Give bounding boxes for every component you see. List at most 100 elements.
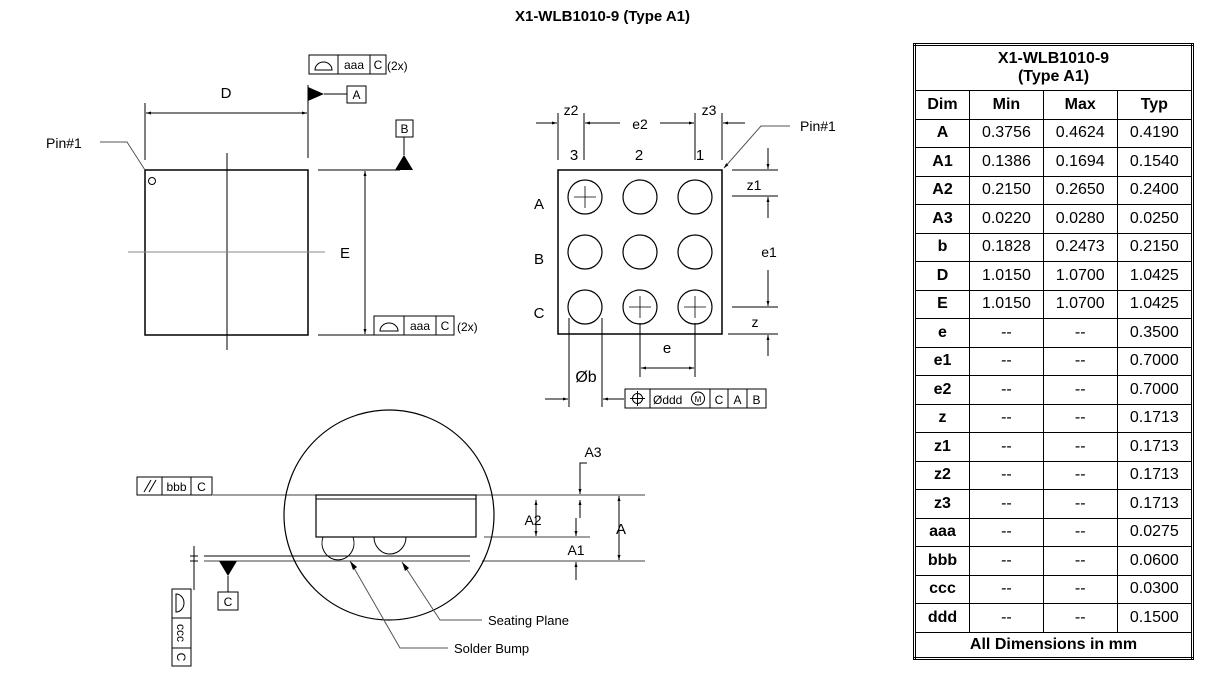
typ-cell: 0.0300 bbox=[1116, 574, 1194, 604]
bottom-view: 3 2 1 A B C z2 e2 z3 Pin#1 z1 e1 z bbox=[534, 102, 836, 409]
svg-text:C: C bbox=[197, 480, 206, 494]
max-cell: -- bbox=[1042, 346, 1118, 376]
min-cell: -- bbox=[969, 346, 1044, 376]
datum-box-C bbox=[217, 591, 239, 611]
caption-line2: (Type A1) bbox=[1017, 68, 1090, 85]
typ-cell: 0.1500 bbox=[1116, 603, 1194, 633]
label-pin1-bottom: Pin#1 bbox=[800, 118, 836, 134]
table-row: aaa----0.0275 bbox=[914, 517, 1194, 547]
table-row: z3----0.1713 bbox=[914, 489, 1194, 519]
typ-cell: 0.7000 bbox=[1116, 375, 1194, 405]
solder-ball bbox=[567, 234, 603, 270]
svg-text:C: C bbox=[374, 58, 383, 72]
min-cell: -- bbox=[969, 460, 1044, 490]
typ-cell: 0.0250 bbox=[1116, 204, 1194, 234]
solder-ball bbox=[622, 179, 658, 215]
label-b: Øb bbox=[575, 369, 596, 386]
datum-triangle-B bbox=[395, 155, 413, 170]
max-cell: -- bbox=[1042, 574, 1118, 604]
table-row: e1----0.7000 bbox=[914, 346, 1194, 376]
svg-text:aaa: aaa bbox=[344, 58, 364, 72]
min-cell: 1.0150 bbox=[969, 261, 1044, 291]
min-cell: -- bbox=[969, 375, 1044, 405]
datum-box-A bbox=[346, 85, 367, 104]
side-view: A3 A2 A1 A Seating Plane Solder Bump C bbox=[136, 409, 645, 667]
min-cell: -- bbox=[969, 517, 1044, 547]
label-D: D bbox=[221, 85, 232, 102]
dim-name-cell: z bbox=[914, 403, 970, 433]
typ-cell: 0.2150 bbox=[1116, 232, 1194, 262]
fcf-profile-bottom: aaa C (2x) bbox=[373, 315, 478, 336]
label-A3: A3 bbox=[584, 444, 601, 460]
max-cell: -- bbox=[1042, 318, 1118, 348]
max-cell: -- bbox=[1042, 432, 1118, 462]
dim-name-cell: A2 bbox=[914, 175, 970, 205]
table-footer: All Dimensions in mm bbox=[914, 631, 1193, 659]
dim-name-cell: z2 bbox=[914, 460, 970, 490]
min-cell: 0.2150 bbox=[969, 175, 1044, 205]
dim-name-cell: e2 bbox=[914, 375, 970, 405]
typ-cell: 0.1713 bbox=[1116, 403, 1194, 433]
typ-cell: 1.0425 bbox=[1116, 289, 1194, 319]
label-e: e bbox=[663, 340, 671, 357]
package-body bbox=[315, 494, 477, 538]
dim-name-cell: E bbox=[914, 289, 970, 319]
typ-cell: 0.4190 bbox=[1116, 118, 1194, 148]
svg-text:bbb: bbb bbox=[166, 480, 186, 494]
typ-cell: 0.3500 bbox=[1116, 318, 1194, 348]
row-label: C bbox=[534, 305, 545, 322]
svg-text:(2x): (2x) bbox=[457, 320, 478, 334]
package-drawing: D Pin#1 E A B aaa C (2x) bbox=[46, 54, 836, 667]
caption-line1: X1-WLB1010-9 bbox=[997, 50, 1110, 67]
dim-name-cell: aaa bbox=[914, 517, 970, 547]
row-label: A bbox=[534, 196, 544, 213]
ball-grid bbox=[567, 179, 713, 325]
dim-name-cell: A bbox=[914, 118, 970, 148]
table-row: e2----0.7000 bbox=[914, 375, 1194, 405]
min-cell: 1.0150 bbox=[969, 289, 1044, 319]
label-solder-bump: Solder Bump bbox=[454, 641, 529, 656]
position-icon bbox=[630, 391, 645, 406]
detail-circle bbox=[283, 409, 495, 621]
dimension-table: X1-WLB1010-9 (Type A1) Dim Min Max Typ A… bbox=[913, 43, 1194, 660]
min-cell: -- bbox=[969, 574, 1044, 604]
typ-cell: 0.0275 bbox=[1116, 517, 1194, 547]
table-row: ddd----0.1500 bbox=[914, 603, 1194, 633]
datum-A: A bbox=[352, 88, 360, 102]
mmc-modifier-icon bbox=[691, 391, 705, 406]
max-cell: -- bbox=[1042, 460, 1118, 490]
svg-text:M: M bbox=[695, 395, 702, 404]
max-cell: -- bbox=[1042, 517, 1118, 547]
surface-profile-icon bbox=[379, 322, 399, 332]
svg-text:aaa: aaa bbox=[410, 319, 430, 333]
max-cell: 0.1694 bbox=[1042, 147, 1118, 177]
solder-ball bbox=[677, 179, 713, 215]
label-z1: z1 bbox=[747, 177, 762, 193]
dim-name-cell: e1 bbox=[914, 346, 970, 376]
label-pin1: Pin#1 bbox=[46, 135, 82, 151]
max-cell: -- bbox=[1042, 603, 1118, 633]
min-cell: -- bbox=[969, 318, 1044, 348]
typ-cell: 0.1540 bbox=[1116, 147, 1194, 177]
table-row: bbb----0.0600 bbox=[914, 546, 1194, 576]
dim-name-cell: e bbox=[914, 318, 970, 348]
dim-name-cell: A1 bbox=[914, 147, 970, 177]
label-A2: A2 bbox=[524, 512, 541, 528]
datum-B: B bbox=[400, 122, 408, 136]
max-cell: 0.0280 bbox=[1042, 204, 1118, 234]
label-z3: z3 bbox=[702, 102, 717, 118]
max-cell: -- bbox=[1042, 489, 1118, 519]
max-cell: -- bbox=[1042, 403, 1118, 433]
dim-name-cell: D bbox=[914, 261, 970, 291]
max-cell: 0.4624 bbox=[1042, 118, 1118, 148]
dim-name-cell: b bbox=[914, 232, 970, 262]
pin1-leader bbox=[100, 141, 146, 171]
table-row: ccc----0.0300 bbox=[914, 574, 1194, 604]
min-cell: 0.1386 bbox=[969, 147, 1044, 177]
solder-ball bbox=[567, 179, 603, 215]
dim-name-cell: z3 bbox=[914, 489, 970, 519]
fcf-parallelism: bbb C bbox=[136, 476, 213, 496]
